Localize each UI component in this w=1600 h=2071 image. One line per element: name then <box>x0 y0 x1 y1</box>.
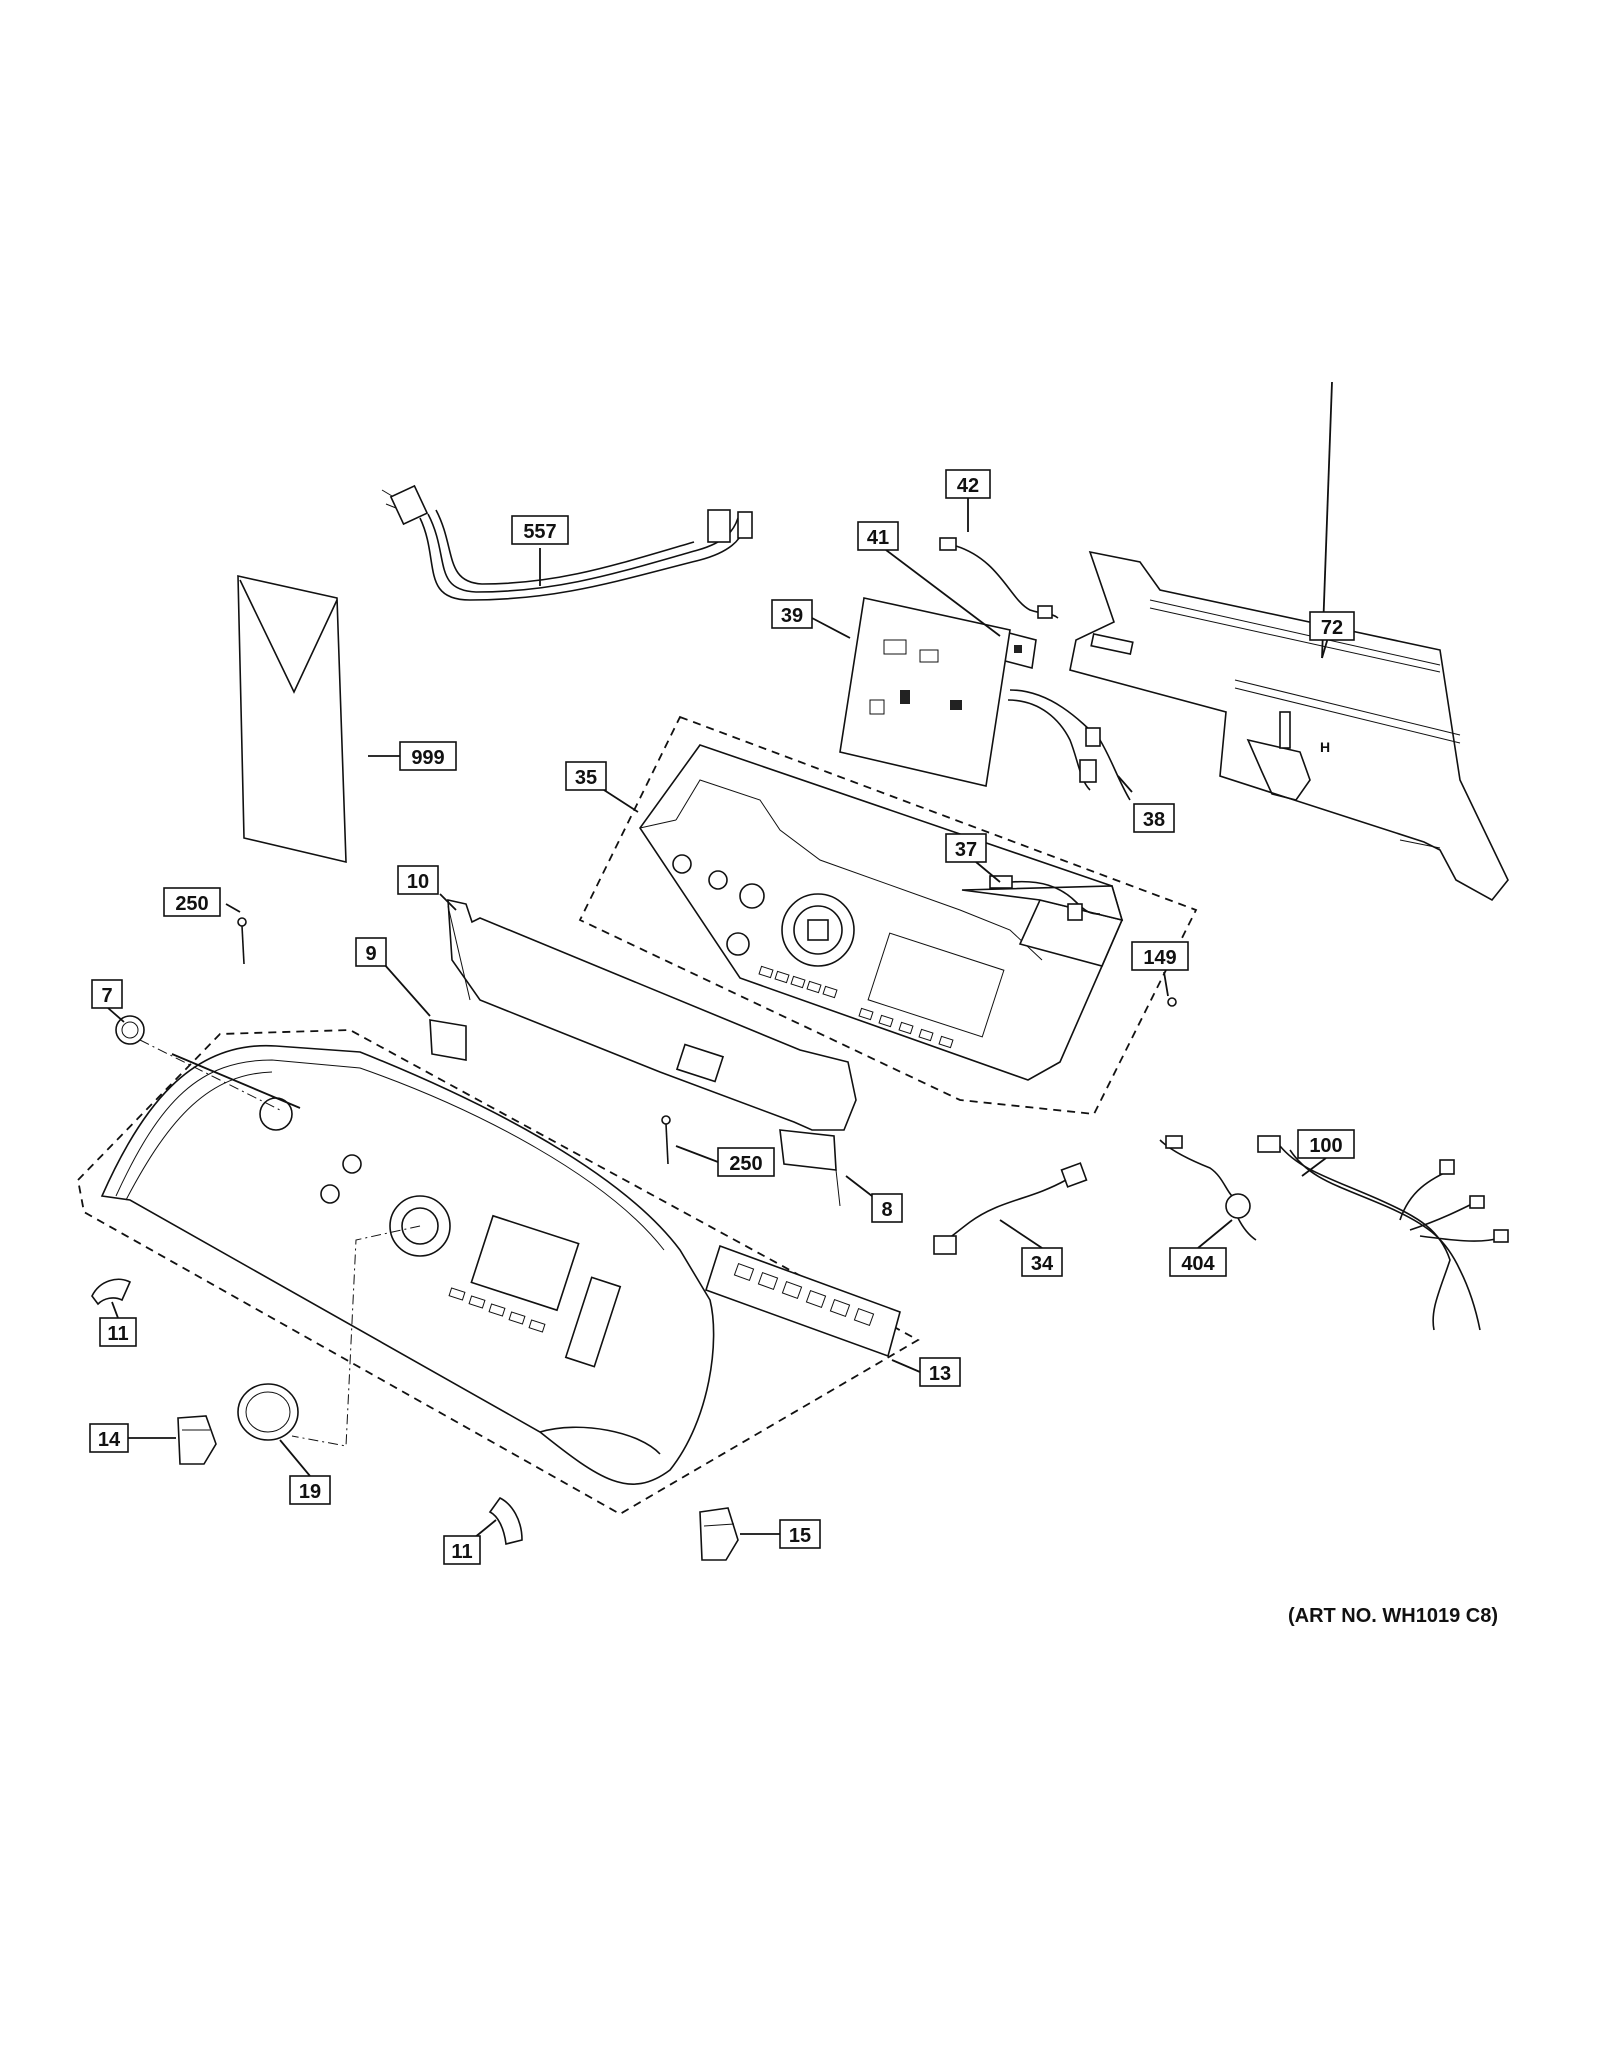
callout-35: 35 <box>565 761 607 791</box>
callout-label-39: 39 <box>781 605 803 627</box>
callout-label-557: 557 <box>523 521 556 543</box>
callout-7: 7 <box>91 979 123 1009</box>
part-35-control-module <box>639 744 1124 1081</box>
callout-100: 100 <box>1297 1129 1355 1159</box>
callout-8: 8 <box>871 1193 903 1223</box>
leader-lines <box>107 381 1333 1539</box>
callout-label-10: 10 <box>407 871 429 893</box>
callout-label-11-right: 11 <box>451 1541 472 1563</box>
callout-72: 72 <box>1309 611 1355 641</box>
part-100-wire-harness <box>1257 1135 1509 1331</box>
callout-19: 19 <box>289 1475 331 1505</box>
callout-label-9: 9 <box>365 943 376 965</box>
callout-label-11-left: 11 <box>107 1323 128 1345</box>
dashed-group-console <box>77 1029 920 1516</box>
callout-label-250-lower: 250 <box>729 1153 762 1175</box>
part-250-screw-upper <box>237 917 247 965</box>
part-34-harness <box>933 1162 1088 1255</box>
button-row-bottom <box>858 1007 954 1049</box>
part-19-knob-cap <box>237 1383 299 1441</box>
callout-label-250-upper: 250 <box>175 893 208 915</box>
callout-15: 15 <box>779 1519 821 1549</box>
art-number-label: (ART NO. WH1019 C8) <box>1288 1605 1498 1627</box>
callout-250-lower: 250 <box>717 1147 775 1177</box>
callout-label-13: 13 <box>929 1363 951 1385</box>
callout-label-404: 404 <box>1181 1253 1215 1275</box>
console-button-row <box>448 1287 546 1333</box>
part-14-clip <box>177 1415 217 1465</box>
callout-38: 38 <box>1133 803 1175 833</box>
part-250-screw-lower <box>661 1115 671 1165</box>
callout-41: 41 <box>857 521 899 551</box>
part-72-rear-bracket: H <box>1069 550 1509 902</box>
callout-39: 39 <box>771 599 813 629</box>
callout-250-upper: 250 <box>163 887 221 917</box>
callout-label-37: 37 <box>955 839 977 861</box>
callout-11-left: 11 <box>99 1317 137 1347</box>
callout-37: 37 <box>945 833 987 863</box>
part-11-light-pipe-right <box>488 1496 523 1545</box>
callout-34: 34 <box>1021 1247 1063 1277</box>
part-13-keypad <box>705 1244 901 1358</box>
dashed-group-control-board <box>578 715 1198 1115</box>
part-11-light-pipe-left <box>91 1278 132 1306</box>
callout-13: 13 <box>919 1357 961 1387</box>
part-10-9-8-bracket-strip <box>429 898 857 1207</box>
button-row-top <box>758 965 838 999</box>
callout-label-7: 7 <box>101 985 112 1007</box>
callout-42: 42 <box>945 469 991 499</box>
callout-149: 149 <box>1131 941 1189 971</box>
callout-label-38: 38 <box>1143 809 1165 831</box>
callout-404: 404 <box>1169 1247 1227 1277</box>
callout-557: 557 <box>511 515 569 545</box>
part-404-pressure-sensor <box>1159 1135 1257 1241</box>
callout-label-149: 149 <box>1143 947 1176 969</box>
callout-999: 999 <box>399 741 457 771</box>
callout-label-42: 42 <box>957 475 979 497</box>
callout-label-999: 999 <box>411 747 444 769</box>
callout-label-34: 34 <box>1031 1253 1054 1275</box>
callout-label-8: 8 <box>881 1199 892 1221</box>
svg-text:H: H <box>1320 739 1330 755</box>
part-149-screw <box>1167 997 1177 1007</box>
callout-label-15: 15 <box>789 1525 811 1547</box>
part-42-harness <box>939 537 1059 619</box>
part-999-literature-envelope <box>237 574 347 864</box>
callout-label-41: 41 <box>867 527 889 549</box>
part-557-power-cord <box>381 484 753 601</box>
part-15-clip <box>699 1507 739 1561</box>
part-39-main-board <box>839 597 1131 801</box>
alignment-lines <box>139 1039 421 1447</box>
callout-label-14: 14 <box>98 1429 121 1451</box>
part-7-knob <box>115 1015 145 1045</box>
callout-9: 9 <box>355 937 387 967</box>
callout-14: 14 <box>89 1423 129 1453</box>
callout-label-35: 35 <box>575 767 597 789</box>
callout-11-right: 11 <box>443 1535 481 1565</box>
callout-10: 10 <box>397 865 439 895</box>
callout-label-100: 100 <box>1309 1135 1342 1157</box>
console-backsplash <box>100 1044 715 1485</box>
callout-label-19: 19 <box>299 1481 321 1503</box>
callout-label-72: 72 <box>1321 617 1343 639</box>
